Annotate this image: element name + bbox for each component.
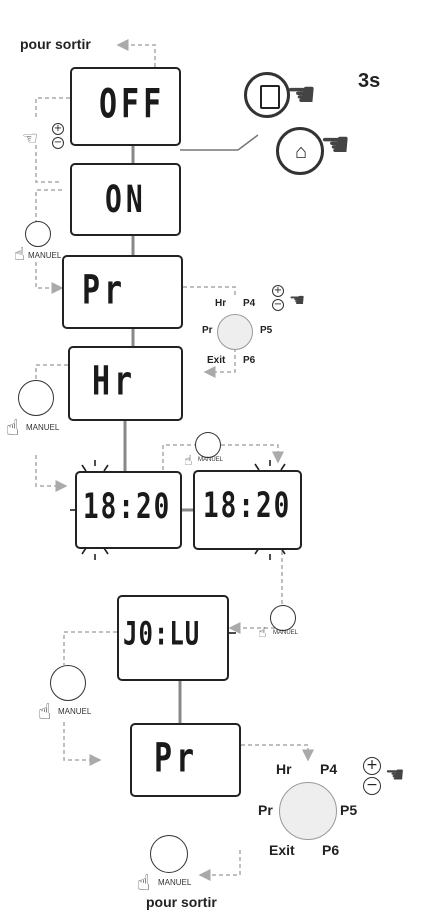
pointing-hand-icon: ☝ [137,873,150,895]
pointing-hand-icon: ☝ [6,418,19,440]
menu-item-p4[interactable]: P4 [320,761,337,777]
manuel-label: MANUEL [28,251,61,260]
plus-icon-left[interactable]: + [52,123,64,135]
plus-icon-large[interactable]: + [363,757,381,775]
pointing-hand-icon: ☚ [289,292,305,310]
menu-item-hr[interactable]: Hr [276,761,292,777]
manuel-button[interactable] [18,380,54,416]
house-icon [260,85,280,109]
display-pr: Pr [62,255,183,329]
display-time-hours: 18:20 [75,471,182,549]
manuel-label: MANUEL [58,707,91,716]
manuel-button[interactable] [50,665,86,701]
menu-wheel-small: Hr P4 Pr P5 Exit P6 [202,298,268,370]
display-off: OFF [70,67,181,146]
manuel-button[interactable] [25,221,51,247]
menu-item-exit[interactable]: Exit [207,355,225,366]
display-pr-end: Pr [130,723,241,797]
pointing-hand-icon: ☝ [14,246,25,264]
menu-item-exit[interactable]: Exit [269,842,295,858]
minus-icon-right[interactable]: − [272,299,284,311]
manuel-button[interactable] [150,835,188,873]
menu-wheel-large: Hr P4 Pr P5 Exit P6 [256,758,360,868]
minus-icon-large[interactable]: − [363,777,381,795]
cycle-icon [217,314,253,350]
cycle-icon [279,782,337,840]
exit-label-top: pour sortir [20,36,91,52]
display-hr: Hr [68,346,183,421]
exit-label-bottom: pour sortir [146,894,217,910]
display-pr-text: Pr [82,267,126,314]
display-on-text: ON [105,177,147,222]
display-off-text: OFF [99,81,165,128]
menu-item-p4[interactable]: P4 [243,298,255,309]
manuel-label: MANUEL [273,630,298,636]
mode-button[interactable] [244,72,290,118]
menu-item-p6[interactable]: P6 [322,842,339,858]
menu-item-pr[interactable]: Pr [202,325,213,336]
minus-icon-left[interactable]: − [52,137,64,149]
pointing-hand-icon: ☚ [385,765,405,787]
eco-button[interactable]: ⌂ [276,127,324,175]
plus-icon-right[interactable]: + [272,285,284,297]
display-hr-text: Hr [92,358,136,405]
pointing-hand-icon: ☜ [22,130,38,148]
menu-item-p5[interactable]: P5 [340,802,357,818]
manuel-label: MANUEL [158,878,191,887]
hold-time-label: 3s [358,70,380,93]
menu-item-p5[interactable]: P5 [260,325,272,336]
pointing-hand-icon: ☝ [38,702,51,724]
off-to-buttons-line [180,135,258,150]
pointing-hand-icon: ☚ [286,78,316,112]
display-on: ON [70,163,181,236]
menu-item-hr[interactable]: Hr [215,298,226,309]
menu-item-pr[interactable]: Pr [258,802,273,818]
display-pr-end-text: Pr [154,735,198,782]
display-time-minutes: 18:20 [193,470,302,550]
manuel-button[interactable] [195,432,221,458]
display-day: J0:LU [117,595,229,681]
manuel-label: MANUEL [198,457,223,463]
no-ventilation-icon: ⌂ [289,140,313,164]
pointing-hand-icon: ☚ [320,128,350,162]
pointing-hand-icon: ☝ [184,454,193,468]
display-time-hours-text: 18:20 [83,487,171,528]
manuel-button[interactable] [270,605,296,631]
display-day-text: J0:LU [123,615,200,653]
display-time-minutes-text: 18:20 [203,486,291,527]
menu-item-p6[interactable]: P6 [243,355,255,366]
manuel-label: MANUEL [26,423,59,432]
pointing-hand-icon: ☝ [258,626,267,640]
